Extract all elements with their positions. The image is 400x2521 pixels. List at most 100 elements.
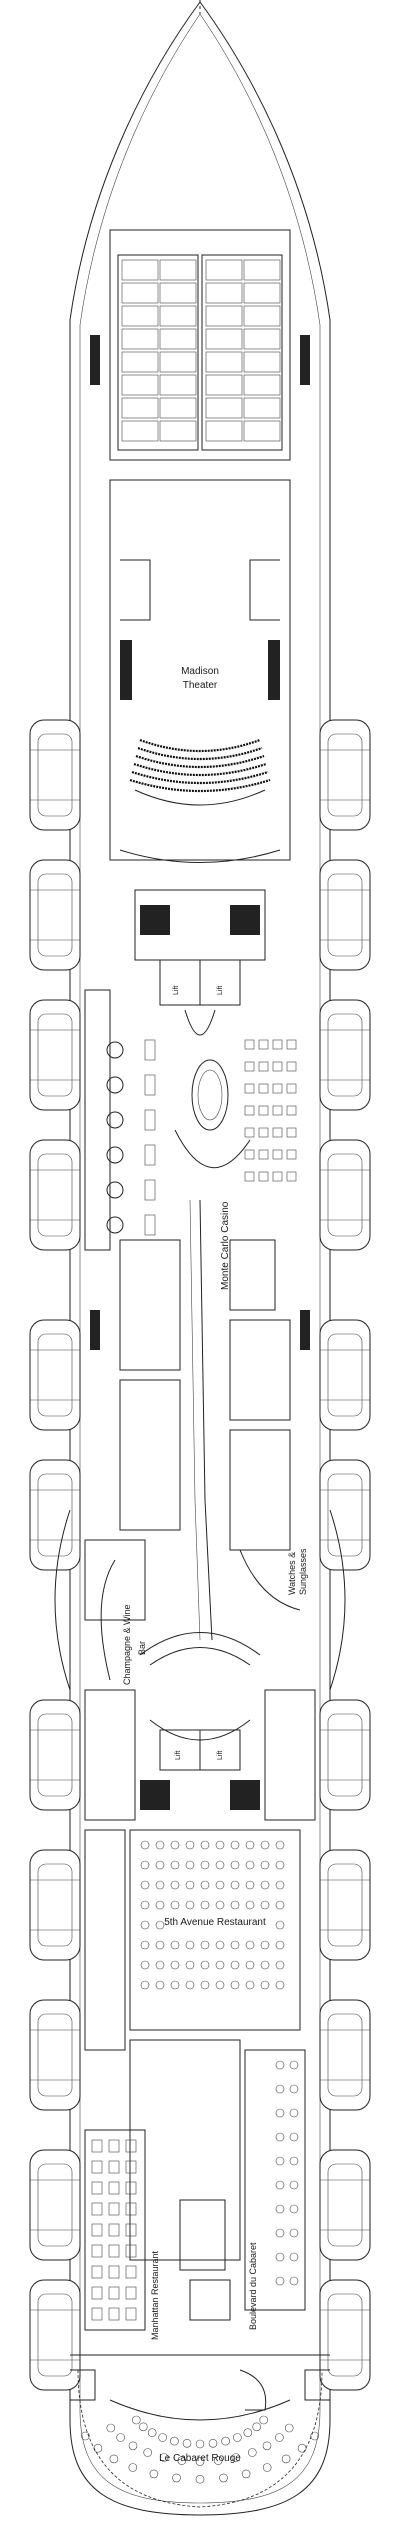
cabaret-table: [252, 2422, 262, 2432]
lounge-table: [289, 2156, 299, 2166]
lounge-table: [289, 2108, 299, 2118]
lifeboat-inner: [37, 733, 73, 817]
lifeboat-inner: [37, 2163, 73, 2247]
dining-table: [185, 1860, 195, 1870]
casino-seat: [272, 1127, 283, 1138]
dining-table: [155, 1920, 165, 1930]
lifeboat: [319, 1139, 371, 1251]
bow-cabin: [121, 328, 159, 350]
casino-seat: [258, 1105, 269, 1116]
bow-cabin: [243, 397, 281, 419]
casino-table: [106, 1111, 124, 1129]
dining-table: [125, 2244, 137, 2258]
cabaret-table: [177, 2456, 187, 2465]
dining-table: [200, 1880, 210, 1890]
seat-row: [139, 738, 261, 753]
bow-cabin: [159, 397, 197, 419]
bow-cabin: [243, 282, 281, 304]
dining-table: [200, 1940, 210, 1950]
port-midship-bulge: [54, 1509, 71, 1691]
casino-seat: [286, 1171, 297, 1182]
port-interior-rooms: [84, 989, 181, 1621]
dining-table: [108, 2265, 120, 2279]
cabaret-table: [159, 2453, 169, 2462]
dining-table: [155, 1840, 165, 1850]
manhattan-label: Manhattan Restaurant: [150, 2250, 160, 2340]
dining-table: [108, 2307, 120, 2321]
casino-label: Monte Carlo Casino: [220, 1201, 231, 1290]
dining-table: [125, 2160, 137, 2174]
cabaret-table: [213, 2456, 223, 2465]
bow-cabin: [159, 420, 197, 442]
lifeboat-inner: [327, 1713, 363, 1797]
dining-table: [245, 1900, 255, 1910]
dining-table: [170, 1840, 180, 1850]
casino-table: [106, 1076, 124, 1094]
forward-lift-lobby: Lift Lift: [134, 889, 266, 1006]
lounge-table: [275, 2156, 285, 2166]
lifeboat-inner: [327, 2293, 363, 2377]
lounge-table: [289, 2204, 299, 2214]
bow-cabin: [243, 259, 281, 281]
casino-seat: [286, 1039, 297, 1050]
champagne-wine-bar: Champagne & Wine Bar: [100, 1559, 147, 1685]
lounge-table: [275, 2180, 285, 2190]
lounge-table: [289, 2132, 299, 2142]
seat-row: [137, 746, 263, 761]
cabaret-table: [170, 2436, 179, 2446]
stern-deck-edge: [77, 2369, 323, 2508]
cabaret-table: [248, 2448, 257, 2457]
bow-cabin: [159, 351, 197, 373]
bow-cabin-block: [109, 229, 291, 461]
dining-table: [245, 1980, 255, 1990]
cabaret-table: [195, 2457, 205, 2466]
dining-table: [230, 1840, 240, 1850]
seat-row: [129, 778, 271, 793]
bow-cabin: [159, 282, 197, 304]
dining-table: [245, 1960, 255, 1970]
bow-cabin: [205, 374, 243, 396]
lift-label-mid-starboard: Lift: [217, 1751, 224, 1760]
lounge-table: [289, 2180, 299, 2190]
dining-table: [200, 1960, 210, 1970]
fifth-avenue-label: 5th Avenue Restaurant: [164, 1917, 266, 1928]
slot-bank: [144, 1179, 156, 1201]
lifeboat: [319, 2149, 371, 2261]
lifeboat-inner: [37, 1333, 73, 1417]
lifeboat-inner: [37, 1473, 73, 1557]
dining-table: [140, 1940, 150, 1950]
seat-row: [133, 762, 267, 777]
dining-table: [230, 1960, 240, 1970]
casino-seat: [244, 1061, 255, 1072]
lounge-table: [275, 2084, 285, 2094]
champagne-label: Champagne & Wine: [122, 1604, 132, 1685]
starboard-interior-rooms: [229, 1239, 301, 1611]
dining-table: [275, 1860, 285, 1870]
lifeboat-inner: [327, 1153, 363, 1237]
dining-table: [170, 1960, 180, 1970]
lifeboat-inner: [327, 1013, 363, 1097]
dining-table: [185, 1880, 195, 1890]
dining-table: [91, 2223, 103, 2237]
dining-table: [108, 2244, 120, 2258]
cabaret-table: [106, 2423, 116, 2433]
casino-table: [106, 1181, 124, 1199]
dining-table: [125, 2181, 137, 2195]
lifeboat: [29, 1849, 81, 1961]
dining-table: [91, 2244, 103, 2258]
dining-table: [125, 2202, 137, 2216]
casino-seat: [258, 1171, 269, 1182]
cabaret-table: [128, 2463, 138, 2472]
le-cabaret-rouge: Le Cabaret Rouge: [70, 2354, 330, 2484]
cabaret-table: [233, 2433, 242, 2442]
cabaret-table: [241, 2469, 251, 2479]
lifeboats: [29, 719, 371, 2391]
cabaret-table: [132, 2415, 141, 2425]
bow-cabin: [121, 282, 159, 304]
dining-table: [245, 1940, 255, 1950]
fifth-avenue-restaurant: 5th Avenue Restaurant: [84, 1829, 301, 2051]
dining-table: [260, 1880, 270, 1890]
lifeboat: [29, 1699, 81, 1811]
dining-table: [200, 1980, 210, 1990]
